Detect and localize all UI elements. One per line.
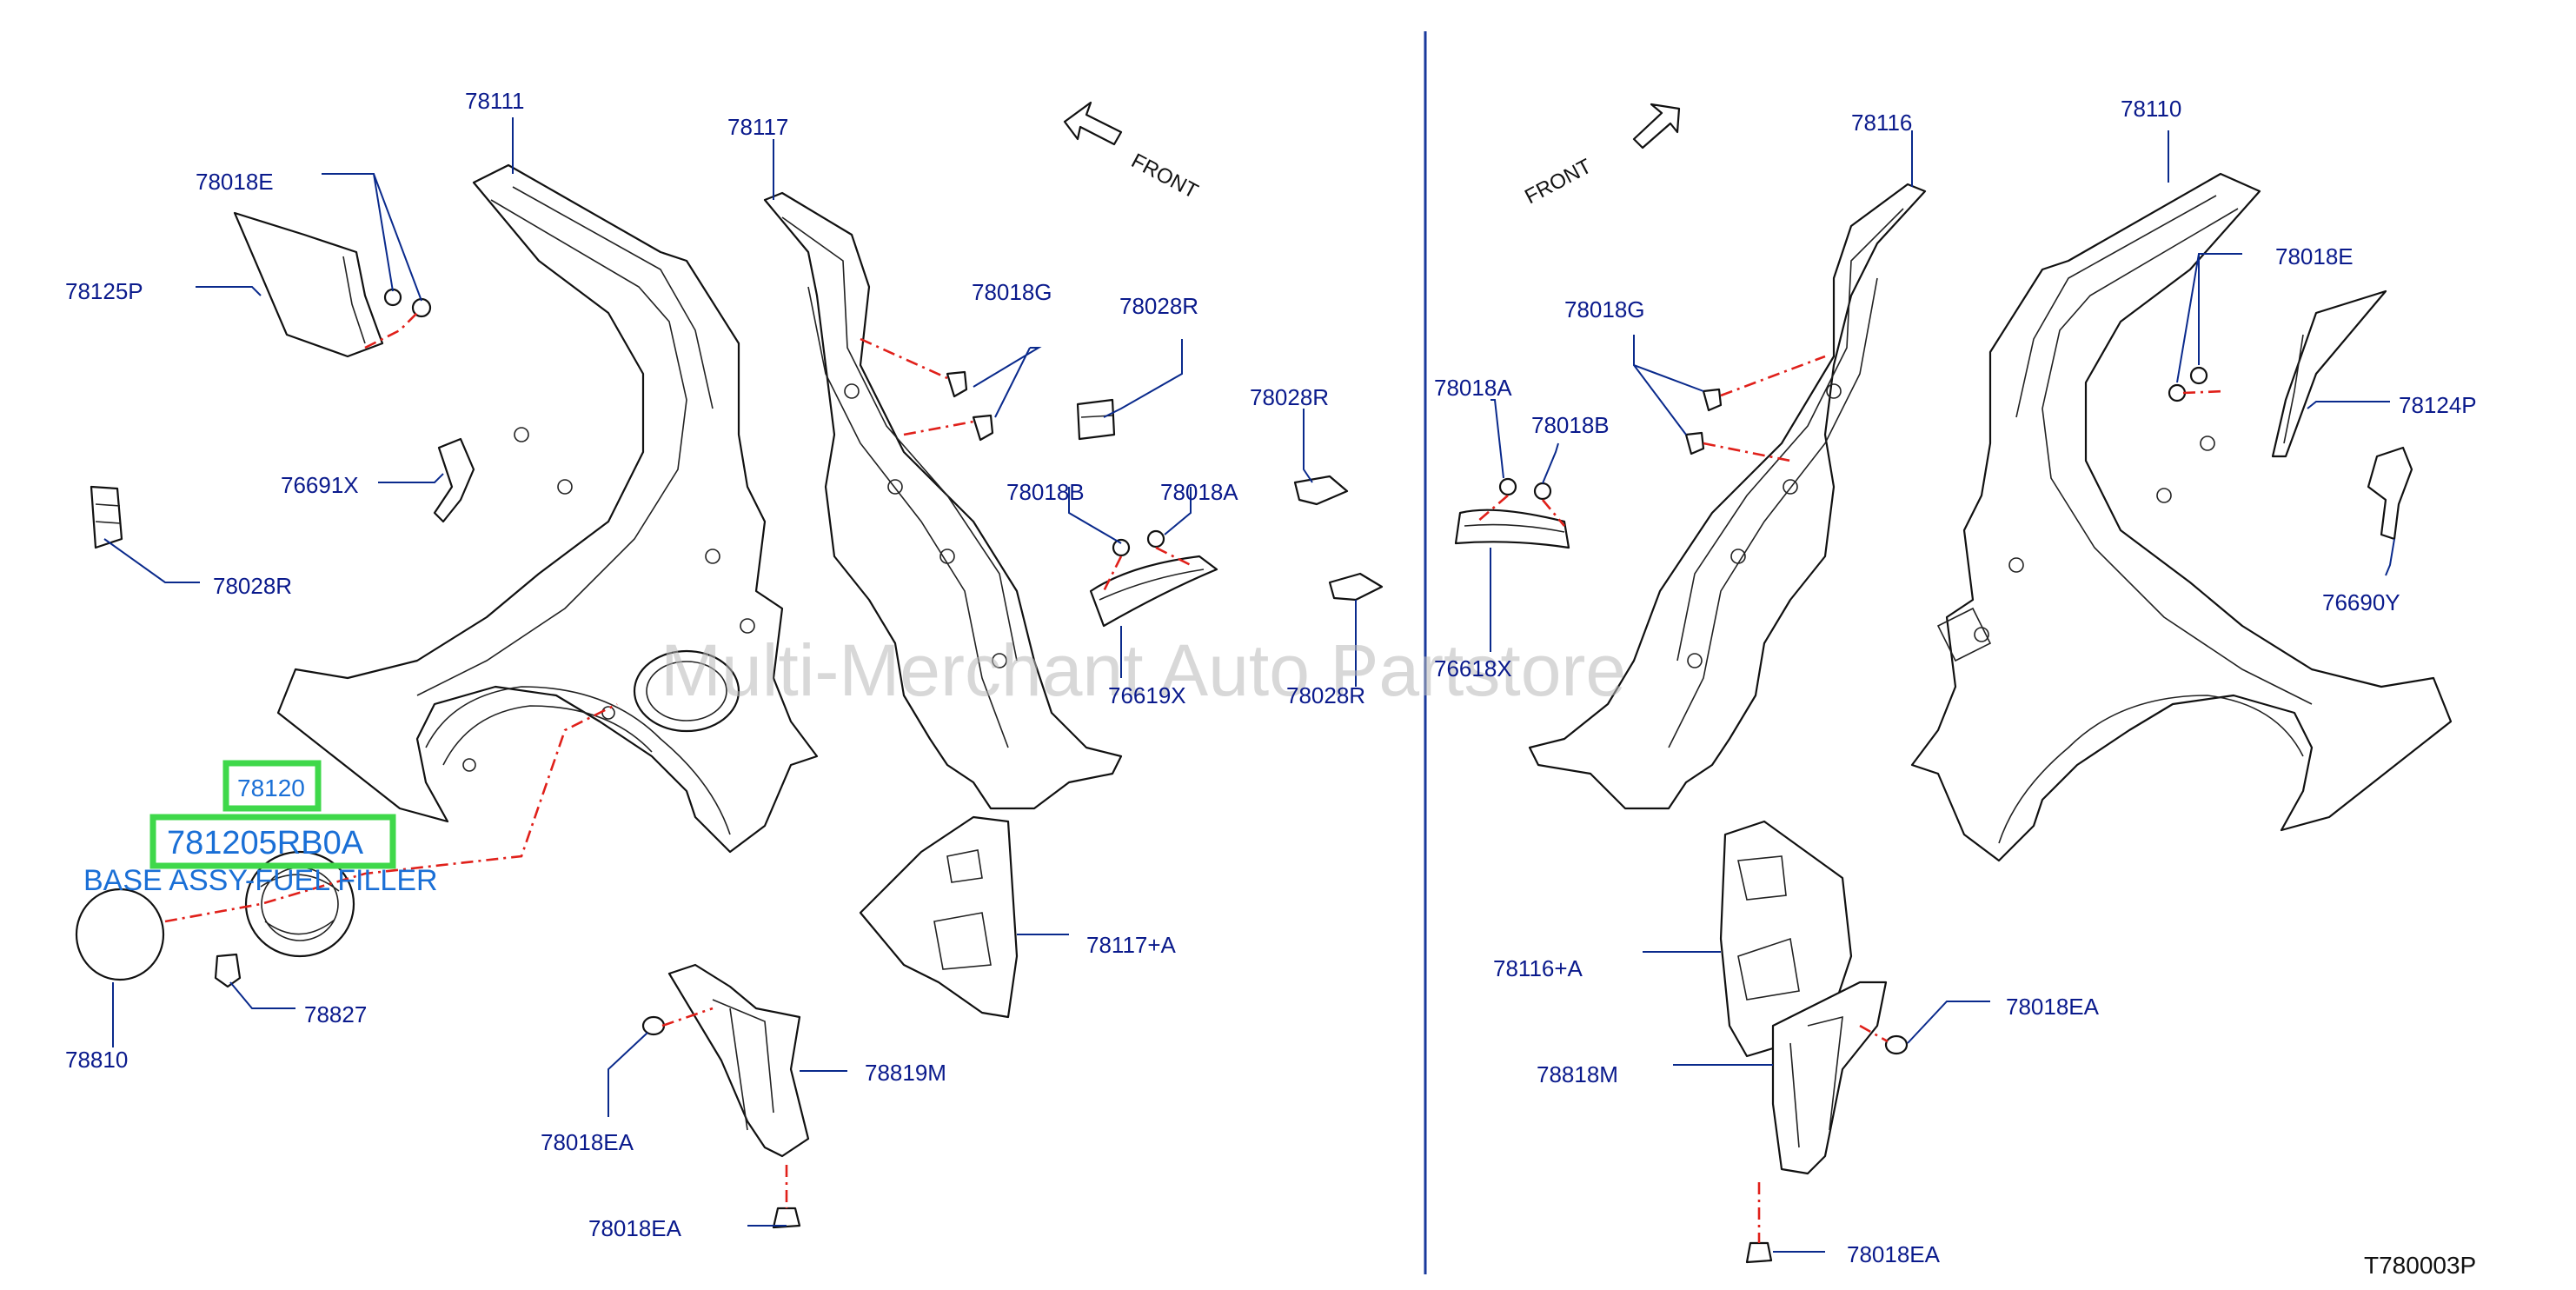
label-78028R-a[interactable]: 78028R bbox=[1119, 293, 1198, 319]
label-78124P[interactable]: 78124P bbox=[2399, 392, 2477, 418]
right-clips-78018E bbox=[2168, 366, 2226, 402]
label-78018E-left[interactable]: 78018E bbox=[196, 169, 274, 195]
front-arrow-right bbox=[1632, 103, 1681, 150]
label-78018EA-left-1[interactable]: 78018EA bbox=[541, 1129, 634, 1155]
lid-spring-78827 bbox=[214, 953, 242, 988]
fuel-filler-base-78120 bbox=[244, 850, 355, 958]
left-quarter-trim-78125P bbox=[233, 211, 384, 358]
label-78819M[interactable]: 78819M bbox=[865, 1060, 946, 1086]
left-bolt-78018EA-2 bbox=[772, 1165, 801, 1229]
label-78018EA-left-2[interactable]: 78018EA bbox=[588, 1215, 682, 1241]
label-78018E-right[interactable]: 78018E bbox=[2275, 243, 2354, 269]
label-78117[interactable]: 78117 bbox=[727, 114, 788, 140]
label-78818M[interactable]: 78818M bbox=[1537, 1061, 1618, 1087]
left-inner-pillar-78117 bbox=[763, 191, 1123, 810]
label-76618X[interactable]: 76618X bbox=[1434, 655, 1512, 682]
front-label-left: FRONT bbox=[1127, 149, 1202, 203]
label-78827[interactable]: 78827 bbox=[304, 1001, 367, 1027]
label-78116A[interactable]: 78116+A bbox=[1493, 955, 1583, 981]
label-76691X[interactable]: 76691X bbox=[281, 472, 359, 498]
highlight-sku-box bbox=[149, 814, 396, 869]
fuel-filler-dash-line bbox=[164, 702, 618, 923]
left-bracket-76691X bbox=[433, 437, 475, 523]
label-78018EA-right-2[interactable]: 78018EA bbox=[1847, 1241, 1941, 1267]
right-bracket-76690Y bbox=[2367, 446, 2413, 541]
label-78018EA-right-1[interactable]: 78018EA bbox=[2006, 994, 2100, 1020]
highlighted-part[interactable]: 78120 781205RB0A BASE ASSY-FUEL FILLER bbox=[83, 760, 438, 897]
label-78028R-d[interactable]: 78028R bbox=[1286, 682, 1365, 708]
left-bracket-78819M bbox=[667, 963, 810, 1158]
highlight-sku[interactable]: 781205RB0A bbox=[167, 825, 364, 861]
left-bracket-78028R-a bbox=[1076, 398, 1116, 441]
left-bracket-78028R-b bbox=[1293, 475, 1349, 506]
front-arrow-left bbox=[1063, 101, 1123, 146]
highlight-description[interactable]: BASE ASSY-FUEL FILLER bbox=[83, 864, 438, 897]
label-78018A-right[interactable]: 78018A bbox=[1434, 375, 1512, 401]
label-78018B-right[interactable]: 78018B bbox=[1531, 412, 1610, 438]
label-76690Y[interactable]: 76690Y bbox=[2322, 589, 2400, 615]
left-nut-78018EA-1 bbox=[641, 1007, 714, 1036]
highlight-part-number-box bbox=[222, 760, 322, 812]
left-bracket-78028R-d bbox=[1328, 572, 1384, 602]
left-clips-78018E bbox=[364, 288, 432, 349]
label-78111[interactable]: 78111 bbox=[465, 88, 524, 114]
label-78810[interactable]: 78810 bbox=[65, 1047, 128, 1073]
label-78028R-c[interactable]: 78028R bbox=[213, 573, 292, 599]
label-78125P[interactable]: 78125P bbox=[65, 278, 143, 304]
highlight-part-number[interactable]: 78120 bbox=[237, 775, 305, 801]
leader-lines bbox=[103, 117, 2395, 1253]
label-78018G-right[interactable]: 78018G bbox=[1564, 296, 1645, 322]
left-bracket-78028R-c bbox=[90, 485, 123, 549]
right-nut-78018EA-1 bbox=[1859, 1024, 1909, 1055]
front-label-right: FRONT bbox=[1521, 154, 1596, 209]
right-clips-78018G bbox=[1684, 355, 1826, 462]
label-78028R-b[interactable]: 78028R bbox=[1250, 384, 1329, 410]
fuel-lid-78810 bbox=[75, 888, 165, 981]
left-quarter-panel bbox=[276, 163, 819, 854]
label-78117A[interactable]: 78117+A bbox=[1086, 932, 1177, 958]
right-quarter-trim-78124P bbox=[2271, 289, 2387, 458]
label-78018A-left[interactable]: 78018A bbox=[1160, 479, 1238, 505]
label-78110[interactable]: 78110 bbox=[2121, 96, 2181, 122]
right-inner-pillar-78116 bbox=[1528, 183, 1927, 810]
right-bolt-78018EA-2 bbox=[1745, 1182, 1773, 1264]
right-bracket-76618X bbox=[1454, 477, 1570, 549]
label-76619X[interactable]: 76619X bbox=[1108, 682, 1186, 708]
right-bracket-78818M bbox=[1771, 981, 1888, 1175]
label-78116[interactable]: 78116 bbox=[1851, 110, 1912, 136]
left-bracket-76619X bbox=[1089, 529, 1218, 628]
label-78018B-left[interactable]: 78018B bbox=[1006, 479, 1085, 505]
left-clips-78018G bbox=[860, 337, 994, 442]
watermark: Multi-Merchant Auto Partstore bbox=[661, 629, 1626, 711]
right-quarter-panel bbox=[1910, 172, 2453, 862]
label-78018G-left[interactable]: 78018G bbox=[972, 279, 1052, 305]
diagram-code: T780003P bbox=[2364, 1252, 2476, 1279]
left-inner-panel-78117A bbox=[859, 815, 1019, 1019]
